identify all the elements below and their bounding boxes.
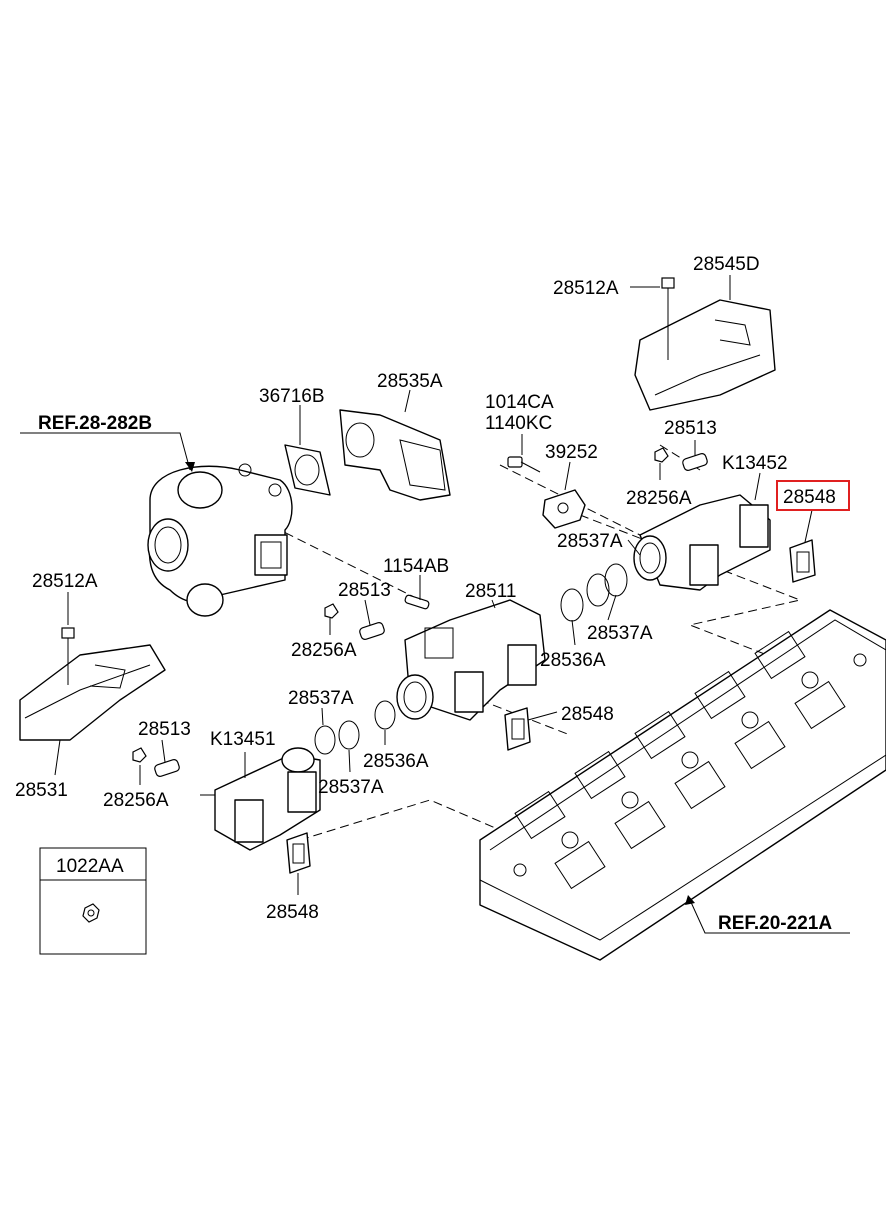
label-28512A-left[interactable]: 28512A — [32, 571, 98, 592]
label-28512A-top[interactable]: 28512A — [553, 278, 619, 299]
turbo-gasket-36716B-drawing[interactable] — [284, 444, 331, 496]
label-28513-low[interactable]: 28513 — [138, 719, 191, 740]
label-1154AB[interactable]: 1154AB — [383, 556, 449, 577]
fasteners-drawing[interactable] — [61, 277, 708, 777]
label-28535A[interactable]: 28535A — [377, 371, 443, 392]
heat-shield-28545D-drawing[interactable] — [634, 299, 776, 411]
label-28545D[interactable]: 28545D — [693, 254, 760, 275]
label-28537A-low2[interactable]: 28537A — [318, 777, 384, 798]
exhaust-manifold-upper-drawing[interactable] — [633, 494, 771, 591]
cylinder-head-drawing[interactable] — [479, 609, 886, 961]
label-28531[interactable]: 28531 — [15, 780, 68, 801]
exhaust-manifold-lower-drawing[interactable] — [200, 747, 321, 851]
ref-label-turbo[interactable]: REF.28-282B — [38, 413, 152, 434]
label-28536A-mid[interactable]: 28536A — [540, 650, 606, 671]
label-28537A-low1[interactable]: 28537A — [288, 688, 354, 709]
label-28548-top[interactable]: 28548 — [783, 487, 836, 508]
label-28513-top[interactable]: 28513 — [664, 418, 717, 439]
label-28537A-mid[interactable]: 28537A — [587, 623, 653, 644]
label-28256A-mid[interactable]: 28256A — [291, 640, 357, 661]
label-36716B[interactable]: 36716B — [259, 386, 325, 407]
label-28511[interactable]: 28511 — [465, 581, 516, 602]
label-K13451[interactable]: K13451 — [210, 729, 276, 750]
label-1022AA[interactable]: 1022AA — [56, 856, 124, 877]
exhaust-elbow-28535A-drawing[interactable] — [339, 409, 451, 501]
turbocharger-drawing[interactable] — [147, 463, 293, 617]
label-28537A-top[interactable]: 28537A — [557, 531, 623, 552]
ref-label-cylinder-head[interactable]: REF.20-221A — [718, 913, 832, 934]
label-28548-low[interactable]: 28548 — [266, 902, 319, 923]
heat-shield-28531-drawing[interactable] — [19, 644, 166, 741]
label-28548-mid[interactable]: 28548 — [561, 704, 614, 725]
label-1014CA[interactable]: 1014CA — [485, 392, 554, 413]
part-labels: 28545D 28512A 1014CA 1140KC 39252 28513 … — [15, 254, 836, 934]
label-28513-mid[interactable]: 28513 — [338, 580, 391, 601]
nut-legend-box — [39, 847, 147, 955]
gaskets-28548-drawing[interactable] — [286, 539, 816, 874]
label-28256A-low[interactable]: 28256A — [103, 790, 169, 811]
label-28536A-low[interactable]: 28536A — [363, 751, 429, 772]
label-1140KC[interactable]: 1140KC — [485, 413, 552, 434]
leader-lines — [20, 275, 850, 934]
label-28256A-top[interactable]: 28256A — [626, 488, 692, 509]
highlight-box — [776, 480, 850, 511]
label-39252[interactable]: 39252 — [545, 442, 598, 463]
label-K13452[interactable]: K13452 — [722, 453, 788, 474]
nut-icon — [82, 903, 100, 923]
exhaust-manifold-28511-drawing[interactable] — [396, 599, 546, 721]
